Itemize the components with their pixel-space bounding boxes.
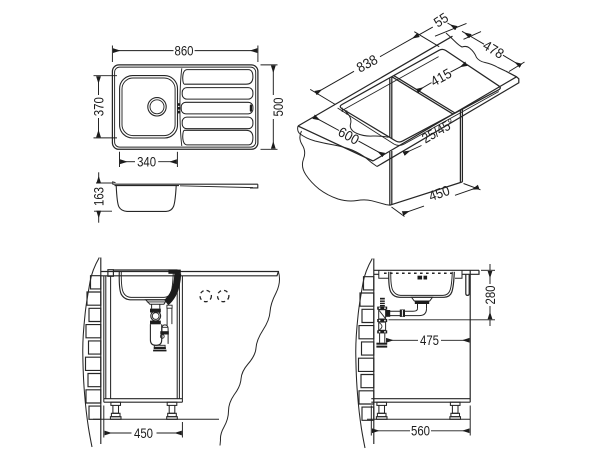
svg-text:860: 860 (175, 42, 194, 58)
svg-text:600: 600 (336, 123, 363, 147)
svg-text:560: 560 (411, 423, 430, 439)
svg-text:25/45°: 25/45° (419, 115, 457, 146)
svg-text:415: 415 (428, 65, 455, 90)
svg-text:478: 478 (480, 37, 507, 62)
svg-text:500: 500 (270, 97, 286, 116)
svg-text:450: 450 (427, 182, 452, 204)
svg-text:55: 55 (431, 9, 452, 30)
svg-text:838: 838 (354, 51, 381, 76)
svg-text:340: 340 (137, 153, 156, 169)
svg-text:475: 475 (420, 332, 439, 348)
svg-text:450: 450 (134, 425, 153, 441)
svg-text:163: 163 (91, 187, 107, 206)
svg-text:370: 370 (90, 97, 106, 116)
svg-text:280: 280 (482, 285, 498, 304)
